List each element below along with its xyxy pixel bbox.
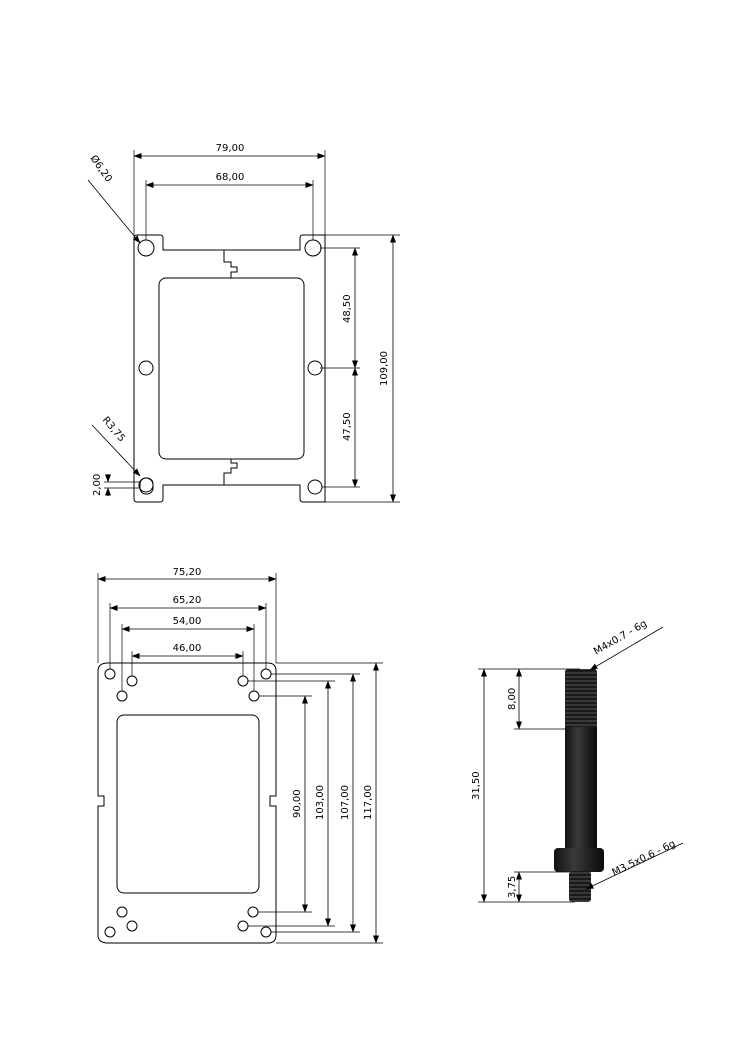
dim-bottom-width-2: 54,00 <box>173 616 202 627</box>
dim-bottom-height-2: 103,00 <box>315 785 326 820</box>
hole <box>127 921 137 931</box>
top-plate-outline <box>134 235 325 502</box>
dim-bottom-width-1: 65,20 <box>173 595 202 606</box>
standoff-top-thread <box>565 669 597 729</box>
dim-top-upper-half: 48,50 <box>342 294 353 323</box>
bottom-plate-outline <box>98 663 276 943</box>
dim-bottom-height-1: 90,00 <box>292 789 303 818</box>
dim-bottom-height-3: 107,00 <box>340 785 351 820</box>
hole <box>127 676 137 686</box>
dim-bottom-width-3: 46,00 <box>173 643 202 654</box>
top-plate-notch-lower <box>224 459 237 485</box>
hole <box>238 921 248 931</box>
standoff-shaft <box>565 727 597 849</box>
dim-edge-offset: 2,00 <box>92 474 103 496</box>
hole <box>308 361 322 375</box>
bottom-plate-window <box>117 715 259 893</box>
top-plate-notch-upper <box>224 250 237 278</box>
hole <box>261 927 271 937</box>
dim-total-length: 31,50 <box>471 771 482 800</box>
dim-hole-diameter: Ø6,20 <box>88 153 115 185</box>
standoff-bottom-thread <box>569 871 591 902</box>
hole <box>308 480 322 494</box>
standoff-view: 8,00 31,50 3,75 M4x0.7 - 6g M3.5x0.6 - 6… <box>471 618 683 902</box>
hole <box>249 691 259 701</box>
dim-corner-radius: R3,75 <box>100 415 127 444</box>
hole <box>105 669 115 679</box>
dim-bottom-width-outer: 75,20 <box>173 567 202 578</box>
dim-bottom-thread-length: 3,75 <box>507 876 518 898</box>
top-plate-window <box>159 278 304 459</box>
standoff-nut <box>554 848 604 872</box>
hole <box>117 907 127 917</box>
top-plate-view: 79,00 68,00 Ø6,20 R3,75 2,00 48,50 47,50… <box>88 143 400 502</box>
thread-spec-bottom: M3.5x0.6 - 6g <box>610 839 677 879</box>
dim-top-lower-half: 47,50 <box>342 412 353 441</box>
dim-top-width-outer: 79,00 <box>216 143 245 154</box>
dim-bottom-height-4: 117,00 <box>363 785 374 820</box>
dim-top-thread-length: 8,00 <box>507 688 518 710</box>
hole <box>261 669 271 679</box>
bottom-plate-view: 75,20 65,20 54,00 46,00 90,00 103,00 107… <box>98 567 383 943</box>
hole <box>105 927 115 937</box>
hole <box>138 240 154 256</box>
hole <box>248 907 258 917</box>
hole <box>139 361 153 375</box>
dim-top-total-height: 109,00 <box>379 351 390 386</box>
dim-top-width-holes: 68,00 <box>216 172 245 183</box>
hole <box>305 240 321 256</box>
hole <box>117 691 127 701</box>
hole <box>238 676 248 686</box>
